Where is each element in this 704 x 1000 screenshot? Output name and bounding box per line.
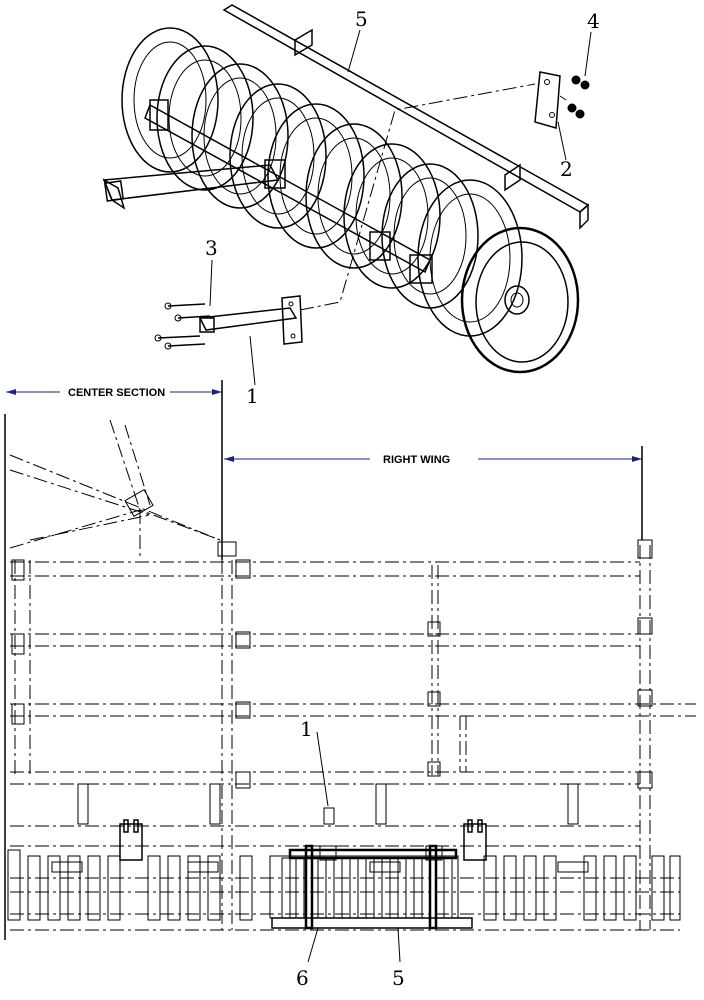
- roller-discs: [121, 27, 580, 374]
- fold-linkage: [9, 419, 221, 560]
- callout-3: 3: [205, 236, 218, 260]
- callout-4: 4: [587, 9, 600, 33]
- callout-5-lower: 5: [392, 966, 405, 990]
- callout-1-top: 1: [246, 384, 259, 408]
- callout-1-lower: 1: [300, 717, 313, 741]
- right-wing-label: RIGHT WING: [383, 454, 450, 466]
- section-dimensions: CENTER SECTION RIGHT WING: [4, 380, 643, 940]
- frame-bar: [222, 4, 590, 230]
- roller-assembly-iso: 5 4 2 3 1: [102, 4, 600, 408]
- mount-plate: [534, 71, 561, 129]
- callout-5-top: 5: [355, 7, 368, 31]
- bolts: [154, 302, 211, 350]
- frame-rows: [10, 561, 696, 931]
- rolling-basket: [269, 844, 473, 930]
- spring-mounts: [51, 819, 589, 873]
- plan-view: 1 6 5: [7, 419, 696, 990]
- nuts: [567, 75, 590, 119]
- bracket-arm: [198, 295, 303, 345]
- callout-6: 6: [296, 966, 309, 990]
- frame-verticals: [14, 545, 651, 930]
- shank-posts: [77, 783, 579, 825]
- support-frame: [144, 28, 521, 284]
- center-section-label: CENTER SECTION: [68, 387, 165, 399]
- clamps: [11, 539, 653, 789]
- harrow-tines: [7, 849, 681, 921]
- tongue-tube: [102, 164, 280, 210]
- callout-2: 2: [560, 157, 573, 181]
